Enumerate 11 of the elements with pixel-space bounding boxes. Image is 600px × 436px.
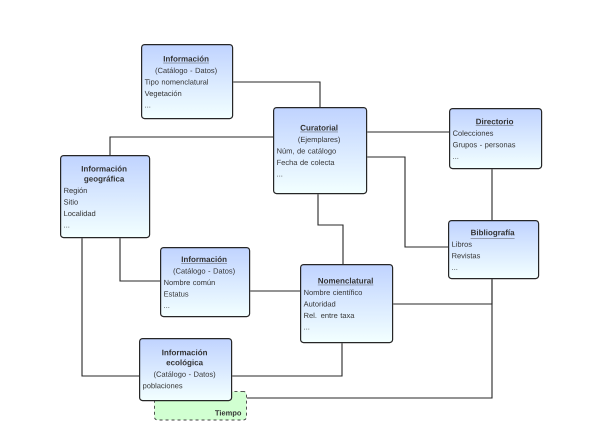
connector-line — [367, 156, 448, 248]
connector-line — [232, 343, 343, 377]
connector-line — [317, 194, 344, 264]
connector-line — [491, 169, 493, 220]
connector-line — [119, 238, 160, 282]
connector-line — [81, 238, 139, 377]
connector-line — [233, 81, 321, 107]
connector-line — [367, 131, 449, 133]
connector-line — [109, 136, 273, 155]
connector-line — [246, 279, 493, 399]
connector-line — [250, 290, 300, 292]
